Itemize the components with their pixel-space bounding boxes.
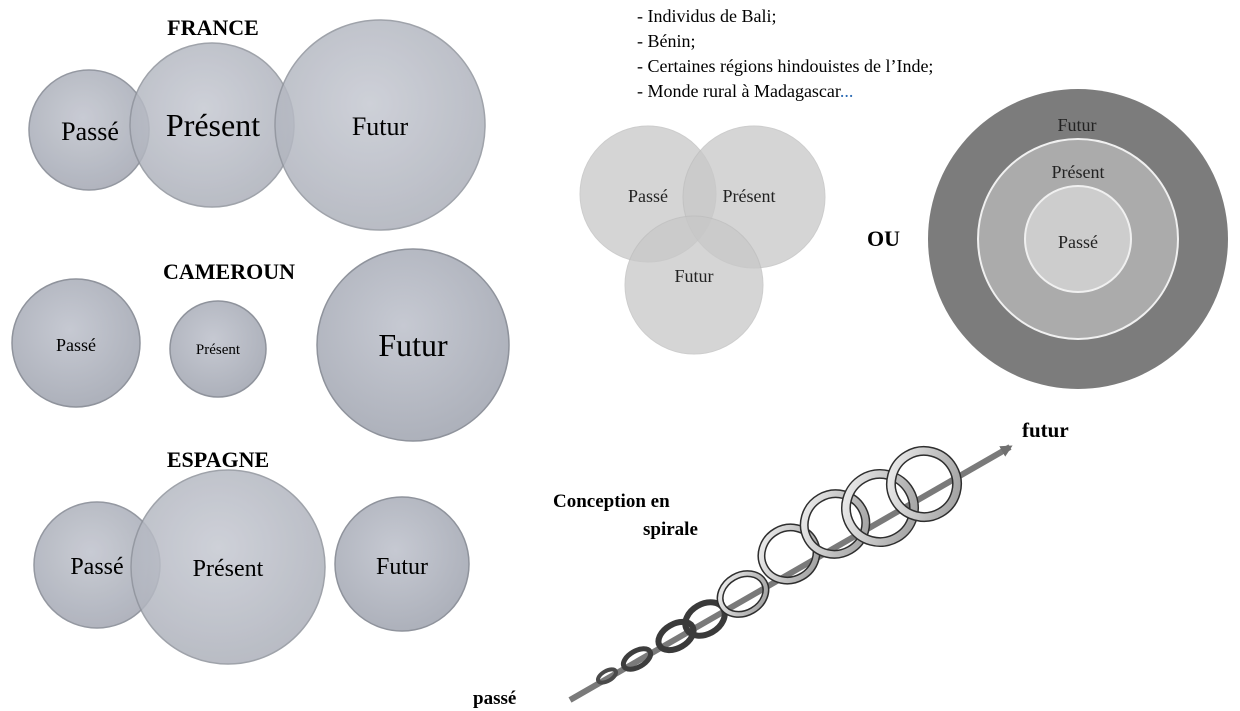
spiral-title-line2: spirale <box>643 519 698 540</box>
example-item: - Certaines régions hindouistes de l’Ind… <box>637 56 933 76</box>
venn-present-label: Présent <box>723 186 776 206</box>
ring-future-label: Futur <box>1057 115 1096 135</box>
spiral-loop <box>655 618 697 654</box>
spiral-loop-highlight <box>718 571 768 617</box>
spiral-title-line1: Conception en <box>553 491 670 512</box>
espagne-present-label: Présent <box>193 556 264 582</box>
cameroun-diagram: CAMEROUN Passé Présent Futur <box>11 248 510 442</box>
cyclic-venn-diagram: Passé Présent Futur <box>579 125 826 355</box>
example-ellipsis: ... <box>840 81 854 101</box>
spiral-loop-highlight <box>887 447 961 521</box>
cameroun-past-circle <box>11 278 141 408</box>
ring-past <box>1024 185 1132 293</box>
time-axis-arrow <box>568 444 1013 703</box>
france-future-label: Futur <box>352 112 409 141</box>
cameroun-future-label: Futur <box>378 327 448 363</box>
spiral-diagram: Conception en spirale passé futur <box>473 418 1069 709</box>
france-title: FRANCE <box>167 15 259 40</box>
france-diagram: FRANCE Passé Présent Futur <box>28 15 486 231</box>
france-future-circle <box>274 19 486 231</box>
spiral-loop <box>620 646 654 672</box>
espagne-diagram: ESPAGNE Passé Présent Futur <box>33 447 470 665</box>
france-past-label: Passé <box>61 117 119 146</box>
spiral-loop-highlight <box>801 490 869 558</box>
cameroun-present-circle <box>169 300 267 398</box>
example-item: - Individus de Bali; <box>637 6 776 26</box>
cameroun-present-label: Présent <box>196 342 241 358</box>
spiral-loop-highlight <box>842 470 918 546</box>
cameroun-future-circle <box>316 248 510 442</box>
venn-past-label: Passé <box>628 186 668 206</box>
france-present-label: Présent <box>166 107 260 143</box>
example-item: - Bénin; <box>637 31 696 51</box>
cameroun-past-label: Passé <box>56 335 96 355</box>
espagne-future-label: Futur <box>376 554 428 580</box>
cameroun-title: CAMEROUN <box>163 259 295 284</box>
espagne-future-circle <box>334 496 470 632</box>
espagne-title: ESPAGNE <box>167 447 269 472</box>
cyclic-examples-list: - Individus de Bali; - Bénin; - Certaine… <box>637 6 933 101</box>
spiral-end-label: futur <box>1022 418 1069 442</box>
example-item-text: - Monde rural à Madagascar <box>637 81 841 101</box>
ring-past-label: Passé <box>1058 232 1098 252</box>
spiral-coil <box>595 445 962 685</box>
venn-future-label: Futur <box>674 266 713 286</box>
espagne-present-circle <box>130 469 326 665</box>
or-label: OU <box>867 226 900 251</box>
example-item: - Monde rural à Madagascar... <box>637 81 853 101</box>
ring-present-label: Présent <box>1052 162 1105 182</box>
concentric-rings-diagram: Futur Présent Passé <box>928 89 1228 389</box>
venn-future-circle <box>624 215 764 355</box>
spiral-loop <box>595 667 619 685</box>
espagne-past-label: Passé <box>70 554 123 580</box>
spiral-start-label: passé <box>473 688 516 709</box>
